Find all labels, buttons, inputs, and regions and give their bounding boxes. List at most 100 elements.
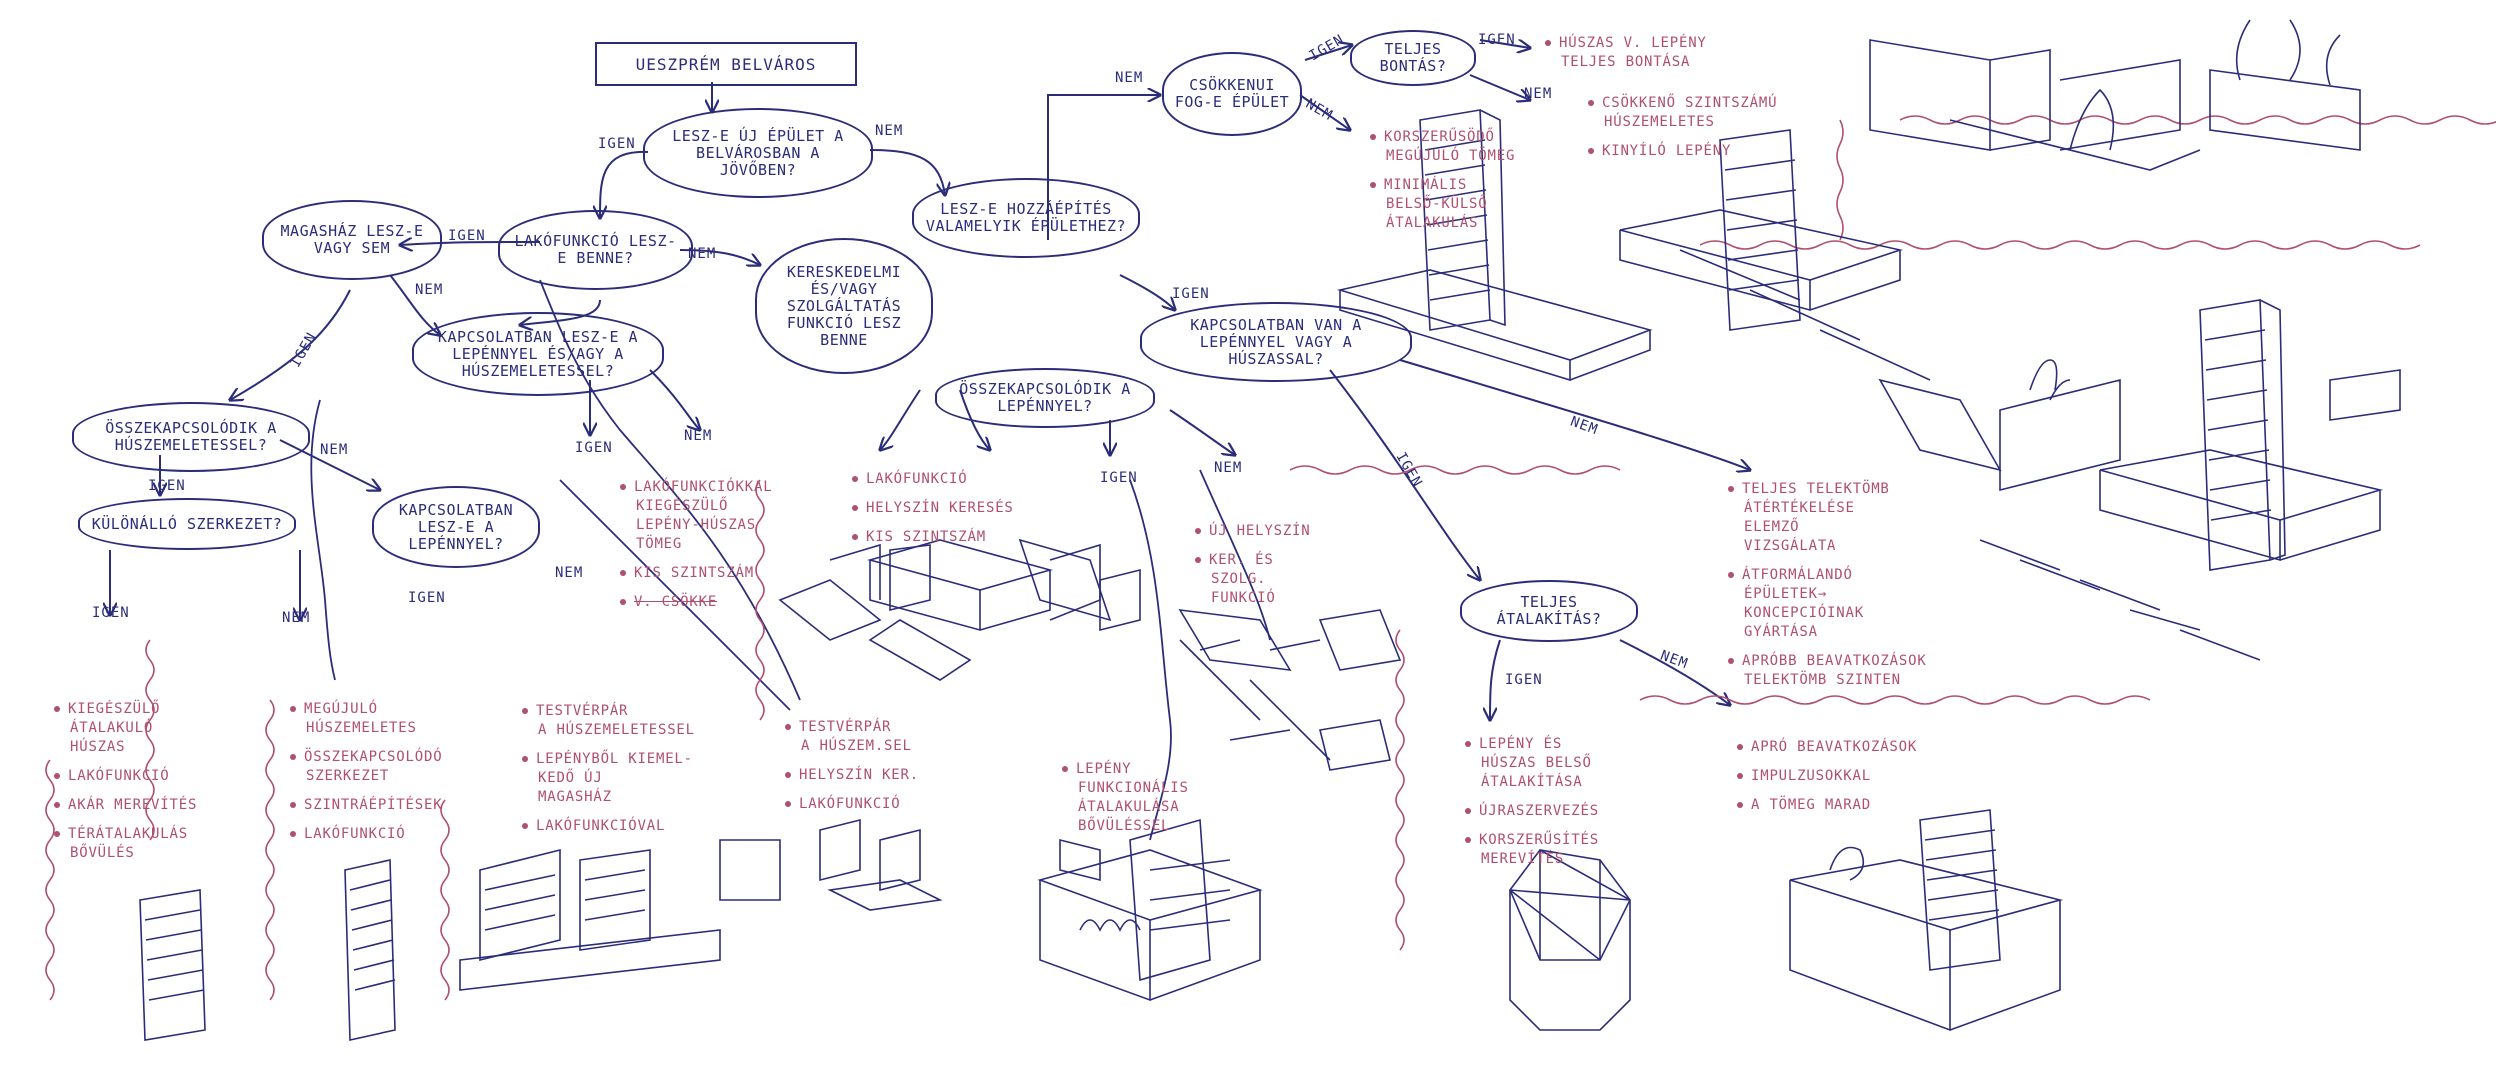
note-text: KINYÍLÓ LEPÉNY <box>1588 142 1777 161</box>
note-text: CSÖKKENŐ SZINTSZÁMÚ <box>1588 94 1777 113</box>
edge-label: NEM <box>1214 460 1243 476</box>
bullet-icon <box>1728 486 1734 492</box>
site-sketch-top-right <box>1679 19 2361 381</box>
note-text: TELJES TELEKTÖMB <box>1728 480 1927 499</box>
note-text: APRÓBB BEAVATKOZÁSOK <box>1728 652 1927 671</box>
note-text: FUNKCIONÁLIS <box>1078 780 1189 796</box>
tower-sketch-2 <box>1619 129 1903 331</box>
note-text: LEPÉNYBŐL KIEMEL- <box>522 750 695 769</box>
edge-label: IGEN <box>1172 286 1210 302</box>
note-item: KINYÍLÓ LEPÉNY <box>1588 142 1777 161</box>
note-item: LAKÓFUNKCIÓ <box>54 767 197 786</box>
note-text: HÚSZEMELETES <box>1604 114 1715 130</box>
note-item: IMPULZUSOKKAL <box>1737 767 1917 786</box>
note-item: A TÖMEG MARAD <box>1737 796 1917 815</box>
bullet-icon <box>1545 40 1551 46</box>
note-text: MEREVÍTÉS <box>1481 851 1565 867</box>
edge-label: NEM <box>1524 86 1553 102</box>
edge-label: IGEN <box>148 478 186 494</box>
node-podium-or-tower: KAPCSOLATBAN VAN A LEPÉNNYEL VAGY A HÚSZ… <box>1140 302 1412 382</box>
bullet-icon <box>1737 744 1743 750</box>
pavilion-sketch <box>1178 609 1402 771</box>
edge-label: NEM <box>688 246 717 262</box>
note-text: TESTVÉRPÁR <box>522 702 695 721</box>
edge-label: NEM <box>684 428 713 444</box>
bullet-icon <box>620 484 626 490</box>
complex-sketch-bottom-right <box>1789 809 2064 1032</box>
note-text: HÚSZAS <box>70 739 126 755</box>
node-connect-tower: ÖSSZEKAPCSOLÓDIK A HÚSZEMELETESSEL? <box>72 402 310 472</box>
note-text: MINIMÁLIS <box>1370 176 1515 195</box>
diagram-title: UESZPRÉM BELVÁROS <box>595 42 857 86</box>
node-extension: LESZ-E HOZZÁÉPÍTÉS VALAMELYIK ÉPÜLETHEZ? <box>912 178 1140 258</box>
bullet-icon <box>1588 100 1594 106</box>
note-text: LAKÓFUNKCIÓ <box>785 795 919 814</box>
note-text: ÁTALAKÍTÁSA <box>1481 774 1583 790</box>
bullet-icon <box>54 831 60 837</box>
note-text: GYÁRTÁSA <box>1744 624 1818 640</box>
edge-label: IGEN <box>1505 672 1543 688</box>
bullet-icon <box>785 772 791 778</box>
note-text: VIZSGÁLATA <box>1744 538 1837 554</box>
twin-tower-sketch <box>459 848 721 991</box>
node-full-remodel: TELJES ÁTALAKÍTÁS? <box>1460 580 1638 642</box>
note-text: MEGÚJULÓ TÖMEG <box>1386 148 1516 164</box>
bullet-icon <box>290 802 296 808</box>
edge-label: NEM <box>282 610 311 626</box>
note-text: KIS SZINTSZÁM <box>852 528 1014 547</box>
note-text: ÁTALAKULÁSA <box>1078 799 1180 815</box>
note-text: KORSZERŰSÍTÉS <box>1465 831 1599 850</box>
note-item: LAKÓFUNKCIÓ <box>785 795 919 814</box>
note-text: A HÚSZEM.SEL <box>801 738 912 754</box>
note-text: LAKÓFUNKCIÓVAL <box>522 817 695 836</box>
note-text: FUNKCIÓ <box>1211 590 1276 606</box>
note-text: LAKÓFUNKCIÓ <box>54 767 197 786</box>
bullet-icon <box>1465 837 1471 843</box>
bullet-icon <box>1195 528 1201 534</box>
note-text: KIS SZINTSZÁM <box>620 564 772 583</box>
note-text: TELJES BONTÁSA <box>1561 54 1691 70</box>
bullet-icon <box>1588 148 1594 154</box>
edge-label: NEM <box>320 442 349 458</box>
bullet-icon <box>522 823 528 829</box>
node-connect-podium: ÖSSZEKAPCSOLÓDIK A LEPÉNNYEL? <box>935 368 1155 428</box>
note-text: TÖMEG <box>636 536 683 552</box>
note-text: KONCEPCIÓINAK <box>1744 605 1864 621</box>
note-text: BŐVÜLÉS <box>70 845 135 861</box>
bullet-icon <box>852 505 858 511</box>
note-text: TÉRÁTALAKULÁS <box>54 825 197 844</box>
edge-label: IGEN <box>598 136 636 152</box>
note-item: LAKÓFUNKCIÓ <box>852 470 1014 489</box>
note-text: ÉPÜLETEK→ <box>1744 586 1828 602</box>
bullet-icon <box>54 802 60 808</box>
note-item: SZINTRÁÉPÍTÉSEK <box>290 796 442 815</box>
note-item: LAKÓFUNKCIÓ <box>290 825 442 844</box>
note-text: A TÖMEG MARAD <box>1737 796 1917 815</box>
bullet-icon <box>522 756 528 762</box>
note-text: KORSZERŰSÖDŐ <box>1370 128 1515 147</box>
wavy-separators <box>45 115 2496 1001</box>
note-text: LAKÓFUNKCIÓ <box>290 825 442 844</box>
note-text: ÚJRASZERVEZÉS <box>1465 802 1599 821</box>
note-text: KEDŐ ÚJ <box>538 770 603 786</box>
bullet-icon <box>852 476 858 482</box>
note-text: V. CSÖKKE <box>620 593 772 612</box>
note-text: ÁTALAKULÓ <box>70 720 154 736</box>
note-text: AKÁR MEREVÍTÉS <box>54 796 197 815</box>
note-text: KIEGÉSZÜLŐ <box>54 700 197 719</box>
node-residential: LAKÓFUNKCIÓ LESZ-E BENNE? <box>498 210 693 290</box>
edge-label: NEM <box>555 565 584 581</box>
note-text: HÚSZAS V. LEPÉNY <box>1545 34 1707 53</box>
